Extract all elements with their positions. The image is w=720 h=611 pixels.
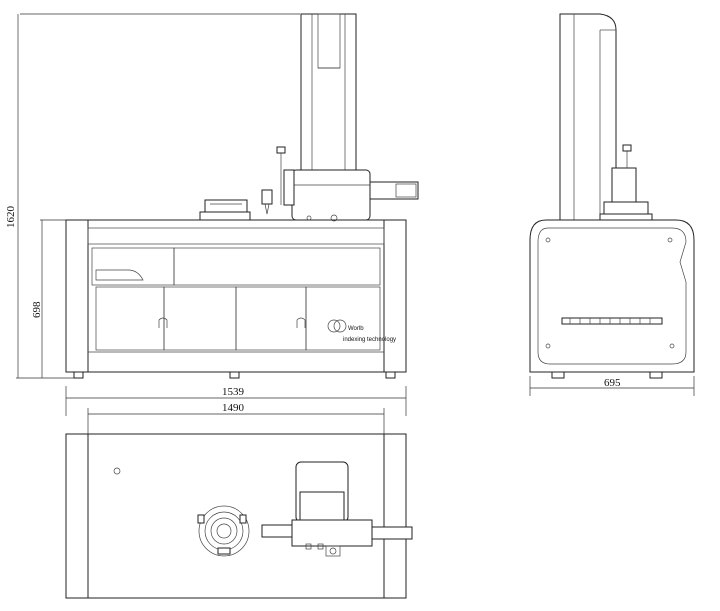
top-measuring-head [261, 461, 413, 557]
side-column [559, 13, 617, 221]
dim-label-1490: 1490 [222, 402, 245, 414]
ventilation-slots [561, 317, 663, 325]
dim-label-695: 695 [604, 377, 621, 389]
front-logo: Worlb indexing technology [327, 319, 396, 343]
front-view: Worlb indexing technology 1620 698 1539 [5, 13, 419, 434]
dim-label-1539: 1539 [222, 386, 245, 398]
side-head [599, 144, 653, 221]
front-measuring-head [261, 146, 419, 222]
width-dimension-1539: 1539 [65, 386, 407, 416]
top-fixture [197, 505, 250, 557]
depth-dimension-695: 695 [529, 376, 695, 396]
height-dimension-1620: 1620 [5, 13, 300, 379]
side-view: 695 [529, 13, 695, 396]
dim-label-1620: 1620 [5, 206, 17, 229]
logo-tagline: indexing technology [343, 337, 396, 343]
front-cabinet: Worlb indexing technology [65, 219, 407, 379]
dim-label-698: 698 [31, 301, 43, 318]
width-dimension-1490: 1490 [87, 402, 385, 434]
front-fixture [199, 199, 251, 221]
side-cabinet [529, 219, 695, 379]
top-view [65, 433, 413, 599]
height-dimension-698: 698 [31, 219, 66, 378]
logo-text: Worlb [348, 326, 364, 332]
